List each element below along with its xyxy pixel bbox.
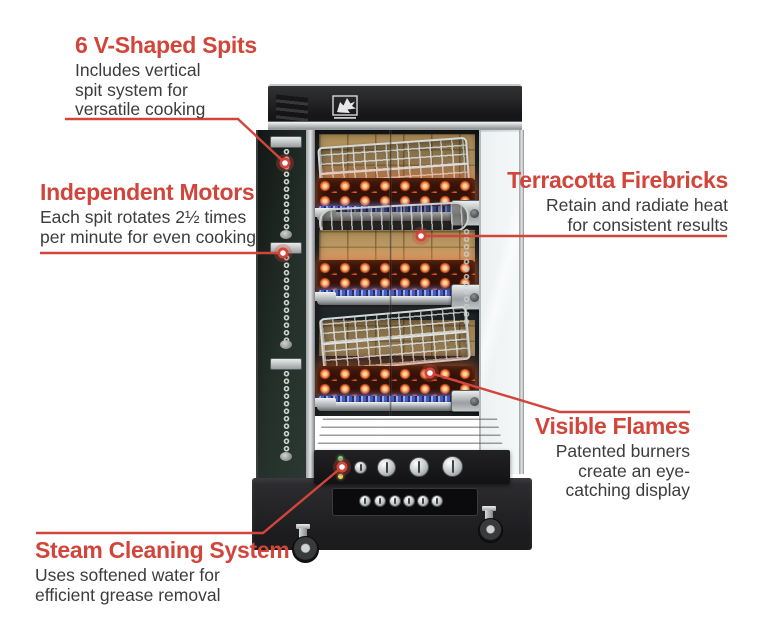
spit-chain	[281, 370, 292, 454]
callout-steam-description: Uses softened water for efficient grease…	[35, 566, 289, 605]
glass-door-seam	[389, 130, 392, 416]
spit-motor-bracket	[270, 358, 302, 370]
callout-spits-description: Includes vertical spit system for versat…	[75, 61, 257, 120]
callout-motors: Independent Motors Each spit rotates 2½ …	[40, 180, 256, 247]
spit-chain-right	[461, 228, 472, 326]
base-knob-1	[359, 495, 371, 507]
chain-hook	[280, 230, 292, 239]
callout-flames-line-3: catching display	[565, 480, 690, 501]
callout-flames-line-1: Patented burners	[555, 441, 690, 462]
caster-tire	[292, 536, 319, 563]
blue-flame-strip-level-3	[319, 396, 469, 403]
base-knob-6	[431, 495, 443, 507]
spit-chain	[281, 148, 292, 232]
base-knob-5	[417, 495, 429, 507]
callout-firebricks-title: Terracotta Firebricks	[507, 167, 728, 193]
callout-motors-title: Independent Motors	[40, 179, 255, 205]
spit-support-arm	[315, 398, 336, 407]
base-knob-3	[389, 495, 401, 507]
callout-steam-title: Steam Cleaning System	[35, 537, 290, 563]
power-led	[338, 456, 343, 461]
callout-firebricks: Terracotta Firebricks Retain and radiate…	[507, 168, 728, 235]
callout-spits-title: 6 V-Shaped Spits	[75, 32, 257, 58]
caster-stem	[485, 510, 493, 520]
callout-steam: Steam Cleaning System Uses softened wate…	[35, 537, 290, 605]
firebrick-panel-level-2	[319, 230, 475, 262]
callout-motors-line-1: Each spit rotates 2½ times	[40, 207, 247, 228]
callout-firebricks-line-2: for consistent results	[567, 214, 728, 235]
left-motor-pillar	[256, 130, 308, 482]
spit-drive-end-level-3	[451, 390, 479, 412]
spit-basket-level-3	[318, 305, 472, 373]
spit-motor-bracket	[270, 242, 302, 254]
base-knob-4	[403, 495, 415, 507]
blue-flame-strip-level-2	[319, 290, 469, 297]
burner-tube-level-3	[317, 402, 471, 411]
machine-top-cap	[268, 84, 522, 132]
chain-hook	[280, 452, 292, 461]
callout-flames-description: Patented burners create an eye- catching…	[535, 442, 690, 501]
callout-flames: Visible Flames Patented burners create a…	[535, 414, 690, 501]
caster-tire	[478, 518, 503, 543]
callout-flames-line-2: create an eye-	[578, 460, 690, 481]
vent-slats	[276, 94, 308, 122]
cooking-chamber-window	[315, 130, 479, 416]
drip-tray-section	[316, 416, 504, 452]
control-knob-small	[354, 461, 367, 474]
spit-chain	[281, 254, 292, 342]
callout-spits: 6 V-Shaped Spits Includes vertical spit …	[75, 33, 257, 120]
burner-tube-level-2	[317, 296, 471, 305]
base-knob-panel	[332, 488, 478, 516]
cap-steel-trim	[268, 121, 522, 132]
control-knob-3	[442, 456, 463, 477]
spit-support-arm	[315, 292, 336, 301]
control-knob-1	[377, 458, 396, 477]
spit-motor-bracket	[270, 136, 302, 148]
callout-motors-description: Each spit rotates 2½ times per minute fo…	[40, 208, 256, 247]
steel-frame-post	[519, 130, 524, 474]
callout-steam-line-2: efficient grease removal	[35, 584, 221, 605]
control-panel	[314, 450, 510, 484]
caster-fork	[482, 506, 496, 511]
callout-motors-line-2: per minute for even cooking	[40, 226, 256, 247]
rooster-brand-logo-icon	[330, 94, 360, 121]
callout-spits-line-2: spit system for	[75, 79, 188, 100]
control-knob-2	[409, 457, 429, 477]
status-led	[338, 474, 343, 479]
callout-spits-line-1: Includes vertical	[75, 60, 201, 81]
callout-steam-line-1: Uses softened water for	[35, 565, 220, 586]
callout-flames-title: Visible Flames	[534, 413, 690, 439]
callout-firebricks-description: Retain and radiate heat for consistent r…	[507, 196, 728, 235]
steel-frame-post	[306, 130, 315, 482]
callout-firebricks-line-1: Retain and radiate heat	[546, 195, 728, 216]
ember-flame-row-level-2	[317, 260, 475, 292]
base-knob-2	[374, 495, 386, 507]
rotisserie-machine	[250, 84, 534, 584]
chain-hook	[280, 340, 292, 349]
callout-spits-line-3: versatile cooking	[75, 99, 206, 120]
